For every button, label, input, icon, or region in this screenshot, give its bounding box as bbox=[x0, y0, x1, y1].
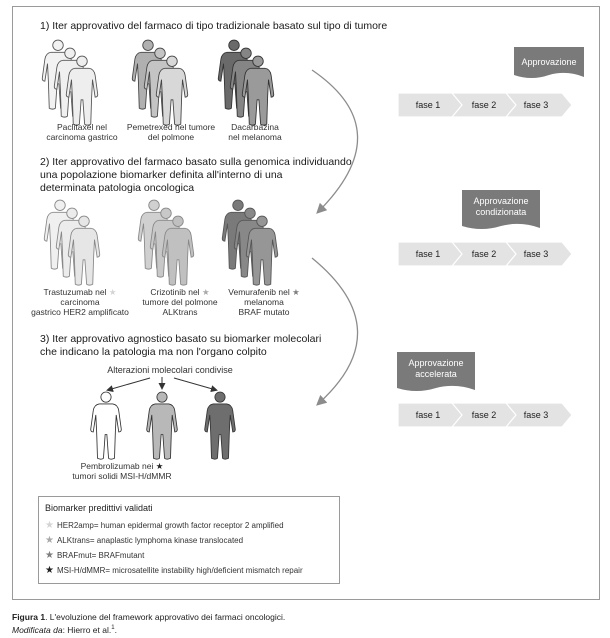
approval-standard-label: Approvazione bbox=[521, 57, 577, 67]
phase-2-label: fase 2 bbox=[471, 100, 497, 110]
caption-line: nel melanoma bbox=[228, 132, 282, 142]
legend-text: HER2amp= human epidermal growth factor r… bbox=[56, 521, 284, 530]
row3-chevron-3 bbox=[504, 402, 573, 428]
row1-chevron-3 bbox=[504, 92, 573, 118]
step-3-title: 3) Iter approvativo agnostico basato su … bbox=[40, 333, 321, 359]
phase-1-label: fase 1 bbox=[415, 410, 441, 420]
row3-caption-pembrolizumab: Pembrolizumab nei ★ tumori solidi MSI-H/… bbox=[62, 461, 182, 481]
phase-3-label: fase 3 bbox=[523, 100, 549, 110]
caption-line: carcinoma gastrico bbox=[46, 132, 118, 142]
step-3-title-line: che indicano la patologia ma non l'organ… bbox=[40, 346, 267, 358]
caption-line: BRAF mutato bbox=[238, 307, 290, 317]
legend-item-braf: ★BRAFmut= BRAFmutant bbox=[45, 550, 144, 561]
step-2-title-line: 2) Iter approvativo del farmaco basato s… bbox=[40, 156, 352, 168]
row1-caption-paclitaxel: Paclitaxel nel carcinoma gastrico bbox=[32, 122, 132, 142]
her2-star-icon: ★ bbox=[108, 287, 117, 297]
figure-caption-text: . L'evoluzione del framework approvativo… bbox=[45, 612, 286, 622]
approval-accelerated-banner bbox=[397, 352, 475, 391]
approval-line: accelerata bbox=[415, 369, 457, 379]
row1-caption-pemetrexed: Pemetrexed nel tumore del polmone bbox=[116, 122, 226, 142]
row2-chevron-3 bbox=[504, 241, 573, 267]
caption-line: tumori solidi MSI-H/dMMR bbox=[72, 471, 172, 481]
legend-text: MSI-H/dMMR= microsatellite instability h… bbox=[56, 566, 303, 575]
phase-1-label: fase 1 bbox=[415, 100, 441, 110]
braf-star-icon: ★ bbox=[292, 287, 300, 297]
branch-arrow bbox=[173, 377, 218, 392]
caption-line: tumore del polmone bbox=[142, 297, 218, 307]
phase-3-label: fase 3 bbox=[523, 249, 549, 259]
legend-item-alk: ★ALKtrans= anaplastic lymphoma kinase tr… bbox=[45, 535, 243, 546]
figure-label: Figura 1 bbox=[12, 612, 46, 622]
legend-box: Biomarker predittivi validati ★HER2amp= … bbox=[38, 496, 340, 584]
source-ref: 1 bbox=[111, 625, 115, 631]
msi-star-icon: ★ bbox=[45, 565, 54, 576]
her2-star-icon: ★ bbox=[45, 520, 54, 531]
source-end: . bbox=[114, 624, 117, 635]
person-figure-icon bbox=[146, 391, 178, 460]
caption-line: gastrico HER2 amplificato bbox=[31, 307, 129, 317]
caption-line: Pemetrexed nel tumore bbox=[126, 122, 216, 132]
person-figure-icon bbox=[67, 215, 101, 286]
approval-conditional-banner bbox=[462, 190, 540, 229]
row2-caption-crizotinib: Crizotinib nel ★ tumore del polmone ALKt… bbox=[130, 287, 230, 317]
msi-star-icon: ★ bbox=[155, 461, 164, 471]
alk-star-icon: ★ bbox=[45, 535, 54, 546]
approval-line: Approvazione bbox=[408, 358, 464, 368]
step-2-title-line: una popolazione biomarker definita all'i… bbox=[40, 169, 283, 181]
legend-title: Biomarker predittivi validati bbox=[45, 503, 153, 513]
caption-line: Vemurafenib nel ★ bbox=[228, 287, 300, 297]
caption-line: Pembrolizumab nei ★ bbox=[80, 461, 164, 471]
caption-line: carcinoma bbox=[60, 297, 100, 307]
person-figure-icon bbox=[155, 55, 189, 126]
person-figure-icon bbox=[241, 55, 275, 126]
person-figure-icon bbox=[65, 55, 99, 126]
caption-line: melanoma bbox=[244, 297, 284, 307]
row1-caption-dacarbazina: Dacarbazina nel melanoma bbox=[210, 122, 300, 142]
approval-conditional-label: Approvazione condizionata bbox=[462, 196, 540, 218]
caption-line: Dacarbazina bbox=[231, 122, 279, 132]
branch-arrow bbox=[106, 377, 151, 392]
flow-arrow bbox=[311, 257, 359, 406]
caption-line: ALKtrans bbox=[162, 307, 198, 317]
source-text: : Hierro et al. bbox=[62, 624, 112, 635]
caption-line: Crizotinib nel ★ bbox=[150, 287, 210, 297]
figure-source-line: Modificata da: Hierro et al.1. bbox=[12, 623, 285, 636]
person-figure-icon bbox=[245, 215, 279, 286]
flow-arrow bbox=[311, 69, 359, 214]
phase-3-label: fase 3 bbox=[523, 410, 549, 420]
phase-2-label: fase 2 bbox=[471, 410, 497, 420]
legend-item-her2: ★HER2amp= human epidermal growth factor … bbox=[45, 520, 284, 531]
caption-line: del polmone bbox=[147, 132, 195, 142]
figure-caption-line: Figura 1. L'evoluzione del framework app… bbox=[12, 612, 285, 623]
caption-line: Paclitaxel nel bbox=[56, 122, 108, 132]
step-2-title: 2) Iter approvativo del farmaco basato s… bbox=[40, 156, 352, 195]
legend-text: BRAFmut= BRAFmutant bbox=[56, 551, 145, 560]
step-1-title: 1) Iter approvativo del farmaco di tipo … bbox=[40, 20, 388, 32]
row2-caption-trastuzumab: Trastuzumab nel ★ carcinoma gastrico HER… bbox=[24, 287, 136, 317]
approval-accelerated-label: Approvazione accelerata bbox=[397, 358, 475, 380]
row3-header: Alterazioni molecolari condivise bbox=[107, 365, 233, 375]
person-figure-icon bbox=[90, 391, 122, 460]
approval-line: Approvazione bbox=[473, 196, 529, 206]
figure-caption: Figura 1. L'evoluzione del framework app… bbox=[12, 612, 285, 636]
alk-star-icon: ★ bbox=[201, 287, 210, 297]
phase-1-label: fase 1 bbox=[415, 249, 441, 259]
person-figure-icon bbox=[161, 215, 195, 286]
braf-star-icon: ★ bbox=[45, 550, 54, 561]
source-label: Modificata da bbox=[12, 624, 63, 635]
approval-standard-banner bbox=[514, 47, 584, 78]
step-2-title-line: determinata patologia oncologica bbox=[40, 182, 195, 194]
approval-line: condizionata bbox=[475, 207, 527, 217]
row2-caption-vemurafenib: Vemurafenib nel ★ melanoma BRAF mutato bbox=[214, 287, 314, 317]
step-3-title-line: 3) Iter approvativo agnostico basato su … bbox=[40, 333, 322, 345]
caption-line: Trastuzumab nel ★ bbox=[43, 287, 117, 297]
person-figure-icon bbox=[204, 391, 236, 460]
legend-text: ALKtrans= anaplastic lymphoma kinase tra… bbox=[56, 536, 244, 545]
phase-2-label: fase 2 bbox=[471, 249, 497, 259]
legend-item-msi: ★MSI-H/dMMR= microsatellite instability … bbox=[45, 565, 303, 576]
